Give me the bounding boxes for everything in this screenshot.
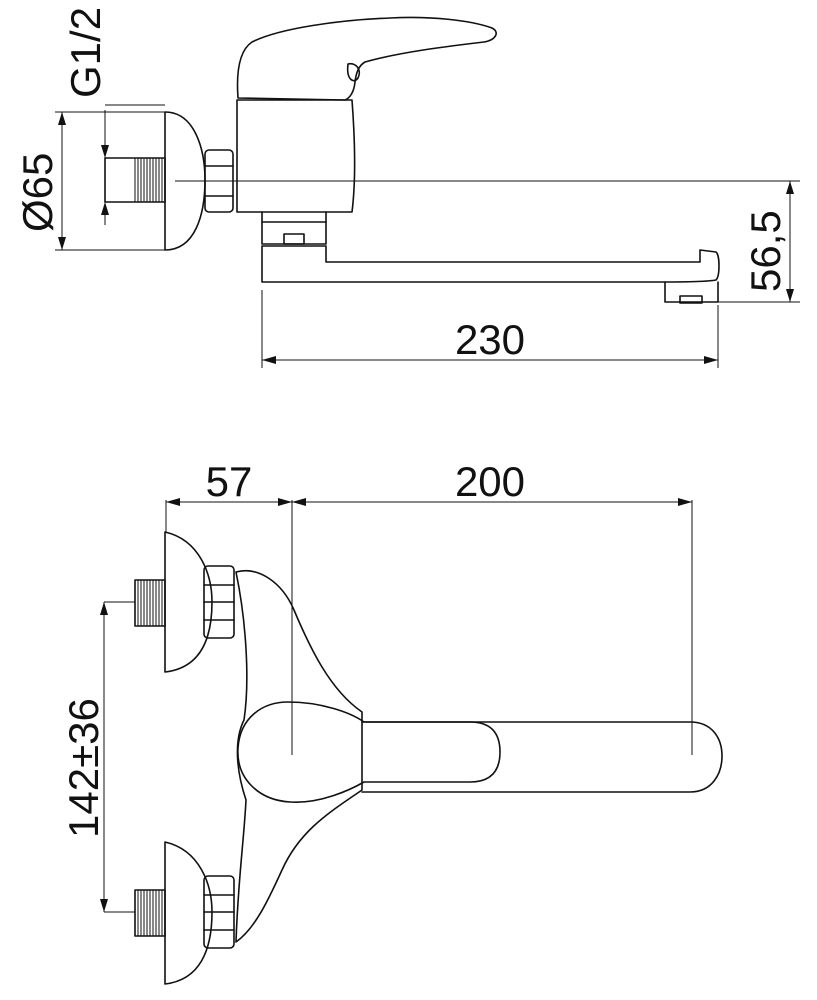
dim-flange-diameter-text: Ø65 xyxy=(14,153,61,232)
dim-thread-text: G1/2 xyxy=(62,7,109,98)
top-spout xyxy=(361,721,723,793)
dim-inlet-spacing: 142±36 xyxy=(60,602,108,912)
top-inlet-thread-upper xyxy=(134,579,166,627)
dim-spout-reach: 200 xyxy=(292,458,692,506)
side-lever xyxy=(236,16,497,101)
dim-thread-size: G1/2 xyxy=(62,7,165,225)
top-flange-lower xyxy=(164,841,213,985)
dim-inlet-offset-text: 57 xyxy=(206,458,253,505)
dim-inlet-spacing-text: 142±36 xyxy=(60,698,107,838)
top-inlet-thread-lower xyxy=(134,889,166,937)
top-hex-nut-upper xyxy=(203,565,235,639)
top-view: 57 200 142±36 xyxy=(60,458,723,985)
top-lever xyxy=(237,701,501,803)
dim-spout-length-text: 230 xyxy=(455,316,525,363)
dim-spout-height-text: 56,5 xyxy=(742,210,789,292)
dim-inlet-offset: 57 xyxy=(166,458,292,506)
side-view: G1/2 Ø65 56,5 230 xyxy=(14,7,800,368)
side-inlet-thread xyxy=(104,157,166,203)
top-hex-nut-lower xyxy=(203,875,235,949)
side-body xyxy=(236,99,356,213)
dim-spout-reach-text: 200 xyxy=(455,458,525,505)
dim-flange-diameter: Ø65 xyxy=(14,111,165,251)
top-body xyxy=(235,570,363,943)
side-spout xyxy=(261,245,720,283)
dim-spout-length: 230 xyxy=(261,290,719,368)
dim-spout-height: 56,5 xyxy=(718,181,800,303)
